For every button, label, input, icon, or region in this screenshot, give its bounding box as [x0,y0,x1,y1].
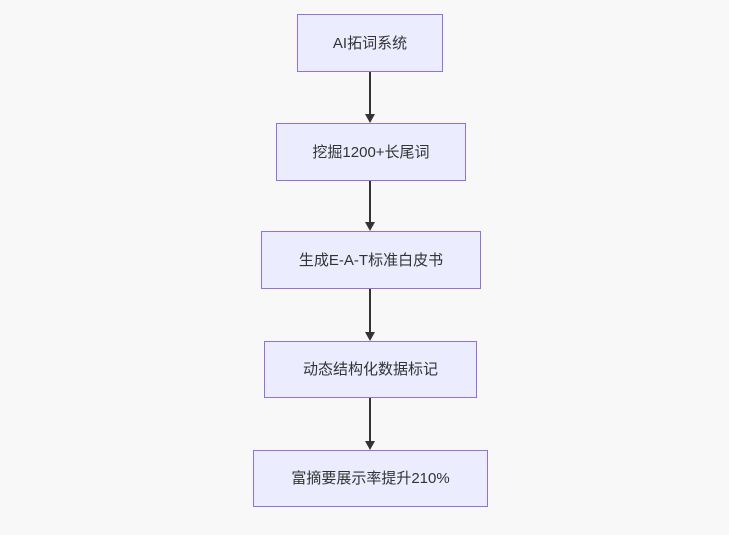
edge-n2-n3 [365,181,375,231]
flow-node-ai-word-expansion-system: AI拓词系统 [297,14,443,72]
flow-node-dynamic-structured-data-markup: 动态结构化数据标记 [264,341,477,398]
arrowhead-down-icon [365,332,375,341]
flow-node-label: AI拓词系统 [332,34,408,52]
flow-node-rich-snippet-rate-increase: 富摘要展示率提升210% [253,450,488,507]
flow-node-label: 挖掘1200+长尾词 [312,143,430,161]
flow-node-label: 动态结构化数据标记 [302,361,438,378]
edge-n1-n2 [365,72,375,123]
arrowhead-down-icon [365,114,375,123]
flow-node-generate-eat-whitepaper: 生成E-A-T标准白皮书 [261,231,481,289]
edge-n4-n5 [365,398,375,450]
flow-node-mine-longtail-keywords: 挖掘1200+长尾词 [276,123,466,181]
edge-n3-n4 [365,289,375,341]
arrowhead-down-icon [365,222,375,231]
arrowhead-down-icon [365,441,375,450]
flow-node-label: 富摘要展示率提升210% [291,470,450,487]
flow-node-label: 生成E-A-T标准白皮书 [298,251,444,269]
